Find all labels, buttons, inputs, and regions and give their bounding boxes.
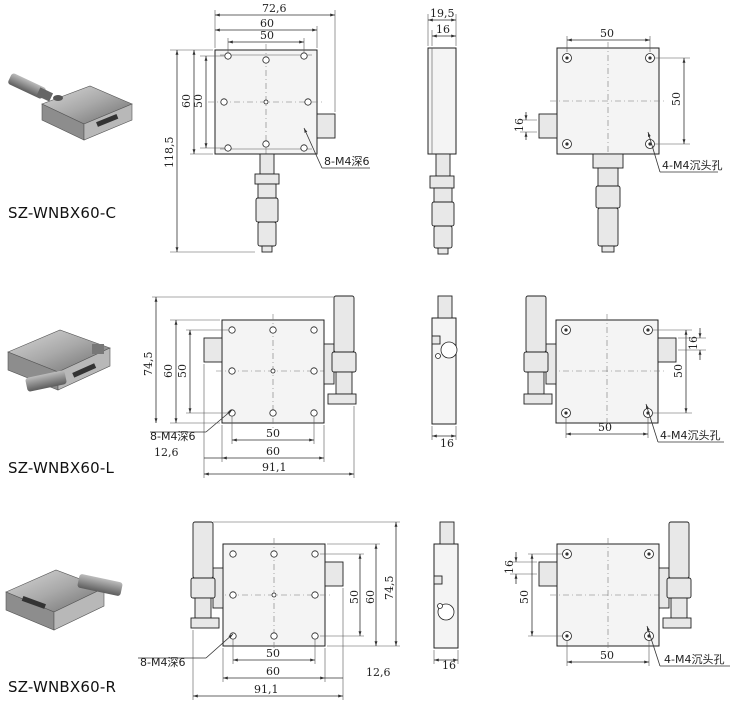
svg-text:60: 60 <box>364 590 377 604</box>
drawing-l-side-view: 16 <box>431 295 458 450</box>
svg-text:60: 60 <box>266 445 280 458</box>
dimensions-r-top: 50 60 74,5 50 60 12,6 91,1 8-M4深6 <box>138 521 400 700</box>
model-label-r: SZ-WNBX60-R <box>8 678 117 696</box>
svg-text:72,6: 72,6 <box>262 2 287 15</box>
dimensions-l-top: 74,5 60 50 50 12,6 60 91,1 8-M4深6 <box>142 296 355 478</box>
svg-text:16: 16 <box>513 118 526 132</box>
svg-text:60: 60 <box>260 17 274 30</box>
svg-text:50: 50 <box>600 27 614 40</box>
svg-text:118,5: 118,5 <box>163 137 176 169</box>
drawing-l-top-view <box>203 295 357 430</box>
svg-text:74,5: 74,5 <box>142 352 155 377</box>
svg-text:50: 50 <box>266 427 280 440</box>
svg-text:4-M4沉头孔: 4-M4沉头孔 <box>662 159 722 172</box>
svg-text:74,5: 74,5 <box>383 576 396 601</box>
svg-text:4-M4沉头孔: 4-M4沉头孔 <box>664 653 724 666</box>
svg-text:50: 50 <box>598 421 612 434</box>
svg-text:91,1: 91,1 <box>254 683 279 696</box>
svg-text:50: 50 <box>260 29 274 42</box>
svg-text:16: 16 <box>440 437 454 450</box>
svg-text:50: 50 <box>518 590 531 604</box>
svg-text:50: 50 <box>672 364 685 378</box>
svg-text:60: 60 <box>162 364 175 378</box>
svg-text:50: 50 <box>600 649 614 662</box>
drawing-r-top-view <box>190 521 344 652</box>
svg-text:4-M4沉头孔: 4-M4沉头孔 <box>660 429 720 442</box>
svg-text:50: 50 <box>348 590 361 604</box>
svg-text:16: 16 <box>503 560 516 574</box>
svg-text:12,6: 12,6 <box>154 446 179 459</box>
product-photo-l <box>7 329 111 392</box>
svg-text:16: 16 <box>687 336 700 350</box>
svg-text:60: 60 <box>180 94 193 108</box>
svg-text:50: 50 <box>176 364 189 378</box>
svg-text:8-M4深6: 8-M4深6 <box>324 155 369 168</box>
mounting-holes <box>220 52 312 152</box>
svg-text:50: 50 <box>670 92 683 106</box>
dimensions-c-top: 72,6 60 50 60 50 118,5 8-M4深6 <box>163 2 370 253</box>
model-label-l: SZ-WNBX60-L <box>8 459 115 477</box>
model-label-c: SZ-WNBX60-C <box>8 204 117 222</box>
svg-text:50: 50 <box>266 647 280 660</box>
svg-text:60: 60 <box>266 665 280 678</box>
drawing-l-bottom-view: 50 50 16 4-M4沉头孔 <box>523 295 724 443</box>
svg-text:50: 50 <box>192 94 205 108</box>
svg-text:8-M4深6: 8-M4深6 <box>140 656 185 669</box>
svg-text:91,1: 91,1 <box>262 461 287 474</box>
drawing-r-bottom-view: 16 50 50 4-M4沉头孔 <box>503 521 730 667</box>
drawing-c-bottom-view: 50 50 16 4-M4沉头孔 <box>513 27 722 253</box>
svg-text:19,5: 19,5 <box>430 7 455 20</box>
svg-text:16: 16 <box>436 23 450 36</box>
drawing-r-side-view: 16 <box>433 521 459 672</box>
svg-text:8-M4深6: 8-M4深6 <box>150 430 195 443</box>
product-photo-r <box>5 569 123 631</box>
drawing-c-side-view: 19,5 16 <box>427 7 457 255</box>
product-photo-c <box>8 73 133 141</box>
svg-text:16: 16 <box>442 659 456 672</box>
svg-text:12,6: 12,6 <box>366 666 391 679</box>
drawing-c-top-view <box>208 44 336 253</box>
